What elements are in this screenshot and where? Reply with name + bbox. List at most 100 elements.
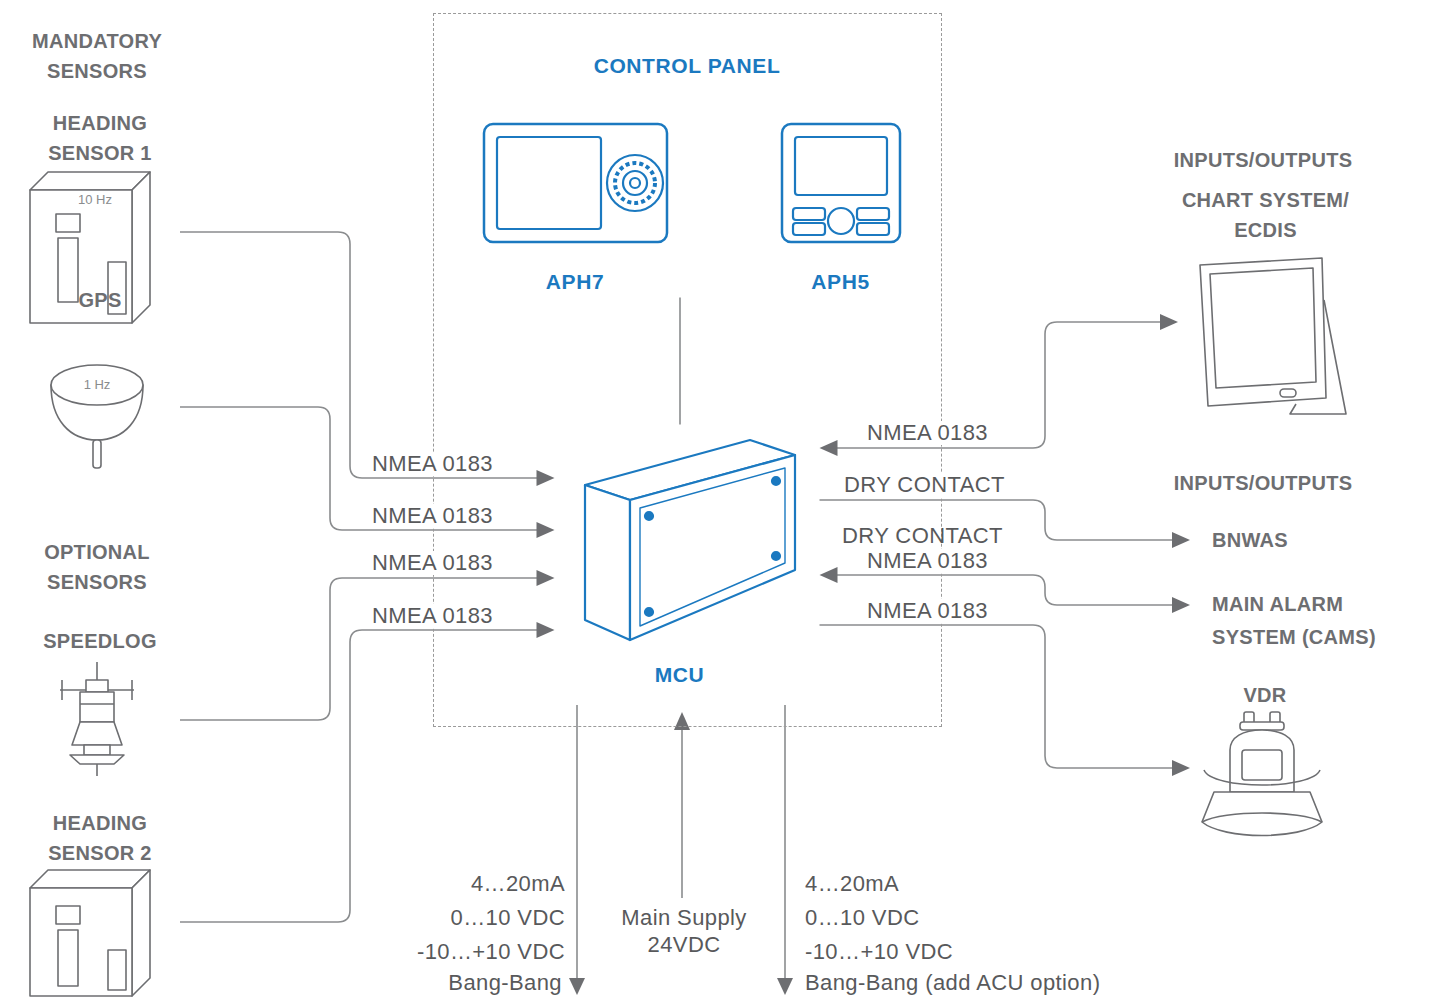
connector — [180, 407, 555, 538]
connector-label: NMEA 0183 — [865, 549, 990, 573]
connector-label: NMEA 0183 — [865, 421, 990, 445]
signal-arrows — [777, 978, 793, 995]
vdr-capsule-icon — [1202, 792, 1322, 836]
connector — [180, 570, 555, 720]
ecdis-monitor-icon — [1280, 389, 1296, 397]
panel-name: APH7 — [484, 268, 667, 296]
connector — [180, 232, 555, 486]
vdr-capsule-icon — [1204, 770, 1320, 785]
arrow-head — [537, 522, 555, 538]
signal-arrows — [674, 712, 690, 730]
connector-label: NMEA 0183 — [370, 551, 495, 575]
arrow-head — [1172, 760, 1190, 776]
alarm-system: MAIN ALARM SYSTEM (CAMS) — [1190, 588, 1415, 656]
mcu-box-icon — [585, 485, 630, 640]
heading-sensor-icon — [58, 238, 78, 302]
signal-label: -10…+10 VDC — [345, 940, 565, 964]
aph5-panel-icon — [793, 223, 825, 235]
bnwas-output: BNWAS — [1190, 525, 1330, 557]
aph5-panel-icon — [793, 208, 825, 220]
aph5-panel-icon — [782, 124, 900, 242]
aph7-panel-icon — [607, 155, 663, 211]
group-heading: MANDATORY SENSORS — [7, 26, 187, 86]
signal-label: -10…+10 VDC — [805, 940, 1105, 964]
arrow-head — [537, 570, 555, 586]
aph7-panel-icon — [497, 137, 601, 229]
group-heading: OPTIONAL SENSORS — [7, 537, 187, 597]
signal-label: DRY CONTACT — [842, 524, 1032, 548]
aph7-panel-icon — [630, 178, 640, 188]
panel-title: CONTROL PANEL — [434, 52, 940, 80]
aph7-panel-icon — [484, 124, 667, 242]
gps-antenna-icon — [51, 365, 143, 468]
aph5-panel-icon — [857, 223, 889, 235]
device-name: SPEEDLOG — [25, 626, 175, 656]
aph5-panel-icon — [857, 208, 889, 220]
ecdis-monitor-icon — [1200, 258, 1326, 406]
heading-sensor-icon — [30, 870, 150, 996]
mcu-box-icon — [645, 512, 653, 520]
connector — [680, 298, 681, 425]
arrow-head — [537, 622, 555, 638]
connector-line — [679, 298, 681, 425]
mcu-unit: MCU — [555, 425, 820, 691]
signal-arrows — [784, 705, 786, 978]
device-name: MAIN ALARM SYSTEM (CAMS) — [1212, 588, 1407, 654]
vdr-capsule-icon — [1240, 722, 1284, 730]
signal-label: 4…20mA — [805, 872, 1105, 896]
connector-line — [180, 407, 539, 530]
group-heading: INPUTS/OUTPUTS — [1143, 468, 1383, 498]
speedlog-icon — [61, 680, 63, 700]
signal-arrows — [569, 978, 585, 995]
signal-label: 4…20mA — [345, 872, 565, 896]
speedlog-sensor: SPEEDLOG — [20, 626, 180, 778]
connector — [820, 500, 1191, 548]
aph7-panel-icon — [484, 124, 667, 242]
aph5-panel-icon — [828, 208, 854, 234]
chart-system: CHART SYSTEM/ ECDIS — [1178, 185, 1355, 425]
panel-name: APH5 — [782, 268, 900, 296]
aph5-panel-icon — [795, 137, 887, 195]
unit-name: MCU — [555, 661, 805, 689]
vdr-capsule-icon — [1242, 750, 1282, 780]
vdr-capsule-icon — [1202, 813, 1322, 822]
heading-sensor-icon — [58, 930, 78, 986]
arrow-head — [1160, 314, 1178, 330]
aph7-panel-icon — [615, 163, 655, 203]
arrow-head — [1172, 532, 1190, 548]
heading-sensor-icon — [132, 870, 150, 996]
speedlog-icon — [96, 662, 98, 680]
device-name: VDR — [1190, 680, 1340, 710]
heading-sensor-icon — [132, 172, 150, 323]
supply-label: Main Supply 24VDC — [614, 904, 754, 958]
speedlog-icon — [84, 745, 110, 755]
signal-label: Bang-Bang (add ACU option) — [805, 971, 1165, 995]
speedlog-icon — [86, 680, 108, 692]
connector-line — [836, 322, 1163, 448]
speedlog-icon — [96, 764, 98, 776]
heading-sensor-icon — [30, 870, 150, 888]
mcu-box-icon — [640, 468, 785, 626]
connector — [820, 314, 1179, 456]
rate-label: 10 Hz — [45, 192, 145, 208]
device-name: HEADING SENSOR 2 — [25, 808, 175, 868]
rate-label: 1 Hz — [72, 377, 122, 393]
speedlog-icon — [80, 703, 114, 705]
mcu-box-icon — [585, 440, 795, 640]
signal-label: Bang-Bang — [342, 971, 562, 995]
connector-line — [180, 232, 539, 478]
heading-sensor-icon — [108, 950, 126, 990]
speedlog-icon — [72, 722, 122, 745]
gps-antenna-icon — [51, 365, 143, 405]
aph7-panel-icon — [623, 171, 647, 195]
connector-label: DRY CONTACT — [842, 473, 1007, 497]
mcu-box-icon — [772, 477, 780, 485]
mcu-box-icon — [630, 455, 795, 640]
group-heading: INPUTS/OUTPUTS — [1143, 145, 1383, 175]
speedlog-icon — [70, 755, 124, 764]
device-name: BNWAS — [1212, 525, 1327, 555]
aph5-panel-icon — [782, 124, 900, 242]
heading-sensor-icon — [30, 172, 150, 190]
aph7-panel: APH7 — [484, 124, 680, 298]
vdr-capsule-icon — [1202, 712, 1322, 836]
